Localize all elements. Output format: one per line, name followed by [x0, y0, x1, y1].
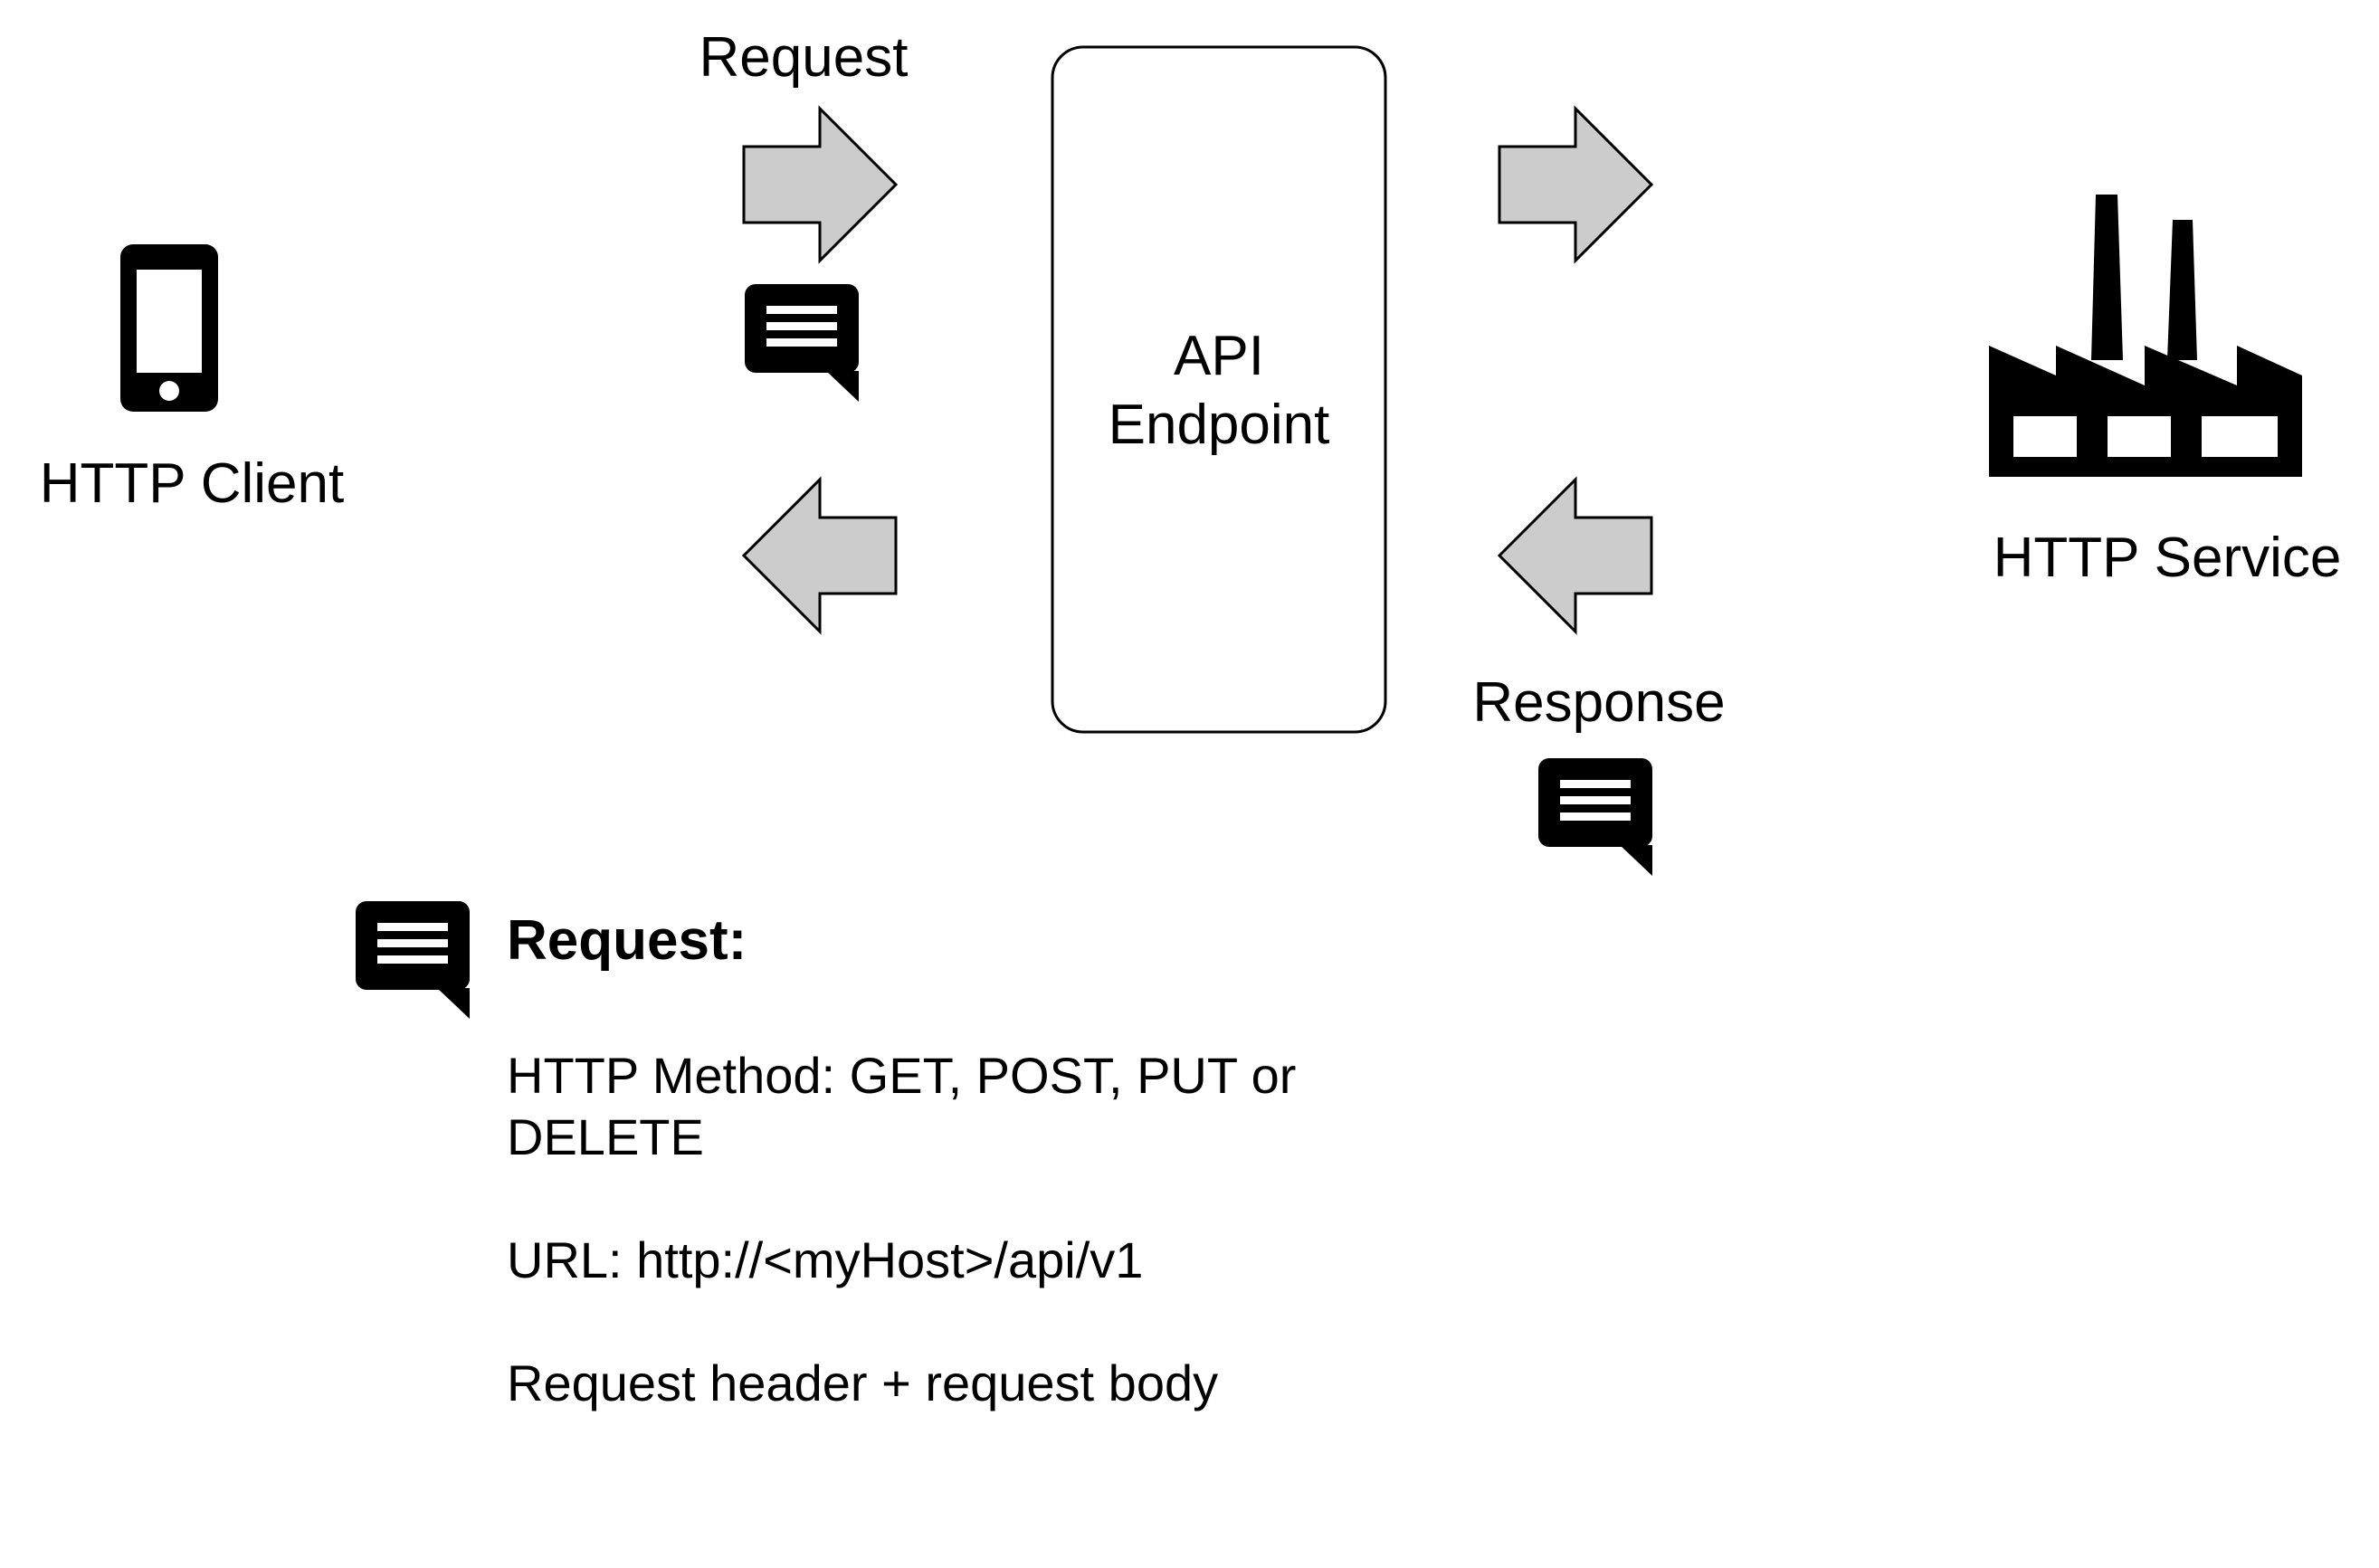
- client-label: HTTP Client: [40, 452, 345, 515]
- request-arrow: [742, 105, 899, 264]
- service-label: HTTP Service: [1994, 527, 2342, 589]
- details-url: URL: http://<myHost>/api/v1: [507, 1231, 1143, 1288]
- details-method-line2: DELETE: [507, 1108, 704, 1165]
- message-icon: [356, 901, 470, 1019]
- endpoint-label-line2: Endpoint: [1109, 394, 1330, 456]
- details-method-line1: HTTP Method: GET, POST, PUT or: [507, 1047, 1296, 1104]
- smartphone-icon: [120, 244, 218, 412]
- details-body: Request header + request body: [507, 1354, 1218, 1411]
- forward-request-arrow: [1498, 105, 1654, 264]
- api-endpoint-box: [1051, 45, 1387, 734]
- factory-icon: [1989, 195, 2302, 477]
- details-title: Request:: [507, 909, 747, 972]
- request-label: Request: [699, 26, 909, 89]
- response-to-client-arrow: [741, 476, 898, 635]
- message-icon: [745, 284, 859, 402]
- response-from-service-arrow: [1497, 476, 1653, 635]
- response-label: Response: [1472, 671, 1725, 734]
- endpoint-label-line1: API: [1174, 325, 1264, 387]
- message-icon: [1538, 758, 1652, 876]
